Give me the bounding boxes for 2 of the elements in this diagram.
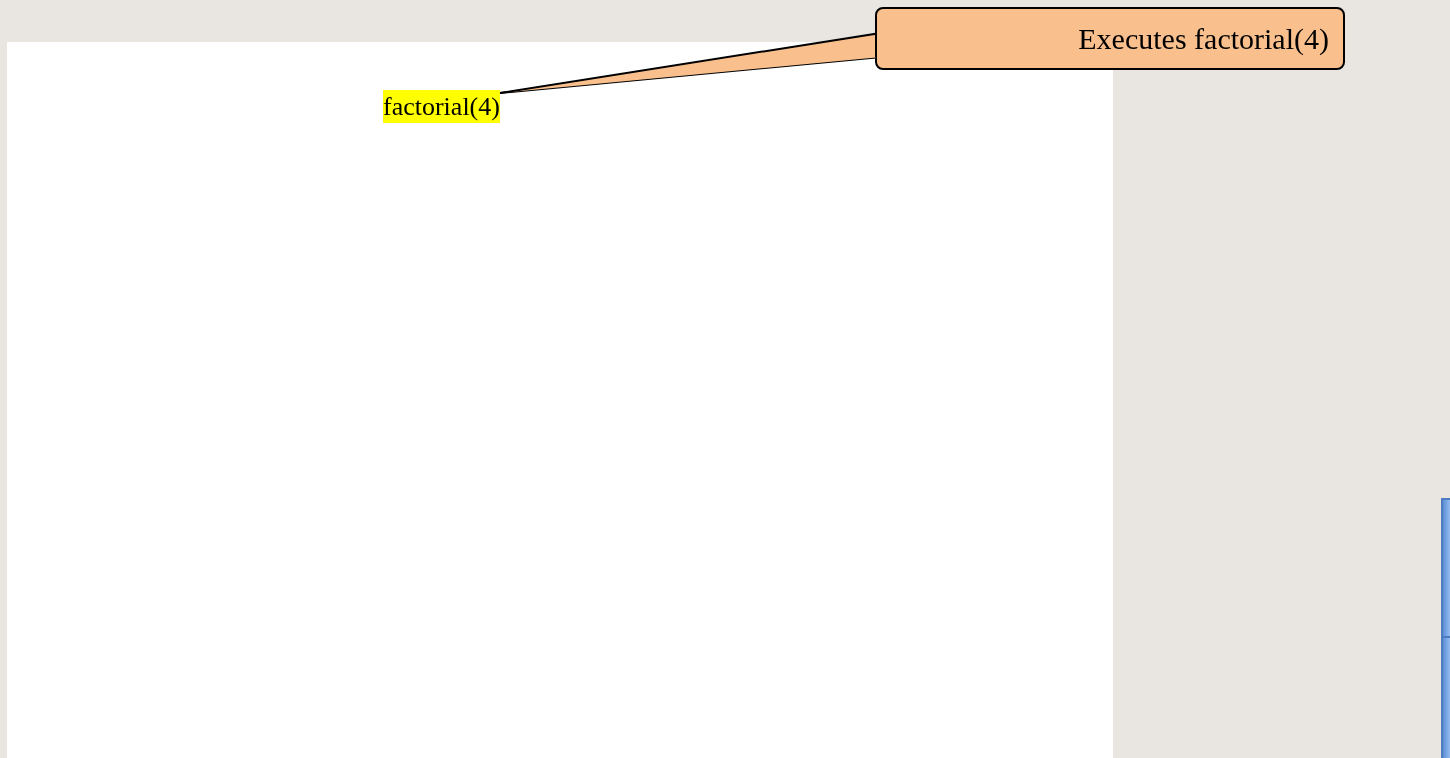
highlighted-code: factorial(4) <box>383 90 500 123</box>
callout-box: Executes factorial(4) <box>875 7 1345 70</box>
